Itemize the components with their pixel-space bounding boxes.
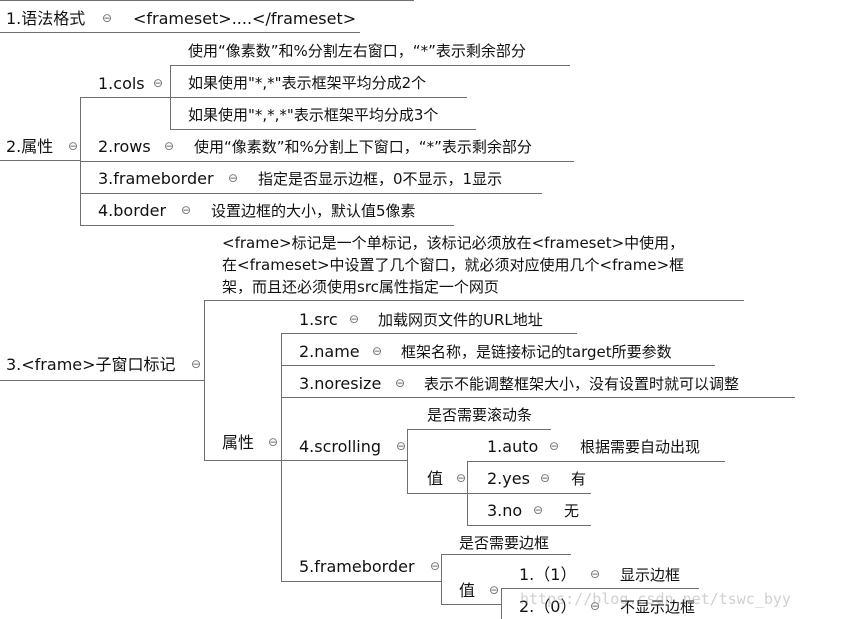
connector bbox=[281, 397, 795, 398]
connector bbox=[407, 429, 408, 493]
connector bbox=[80, 193, 542, 194]
node-frame-desc-line: 在<frameset>中设置了几个窗口，就必须对应使用几个<frame>框 bbox=[222, 256, 685, 274]
node-frameborder-1-desc[interactable]: 显示边框 bbox=[620, 566, 681, 584]
connector bbox=[407, 429, 551, 430]
node-frame[interactable]: 3.<frame>子窗口标记 bbox=[6, 355, 176, 374]
node-scrolling-yes-desc[interactable]: 有 bbox=[571, 470, 587, 488]
node-src-desc[interactable]: 加载网页文件的URL地址 bbox=[378, 311, 543, 329]
node-syntax[interactable]: 1.语法格式 bbox=[6, 9, 86, 28]
node-frame-desc-line: <frame>标记是一个单标记，该标记必须放在<frameset>中使用， bbox=[222, 234, 685, 252]
node-border[interactable]: 4.border bbox=[98, 201, 167, 220]
node-cols-item-2[interactable]: 如果使用"*,*"表示框架平均分成2个 bbox=[188, 74, 427, 92]
node-noresize-desc[interactable]: 表示不能调整框架大小，没有设置时就可以调整 bbox=[424, 375, 740, 393]
collapse-icon[interactable]: ⊖ bbox=[267, 435, 279, 449]
connector bbox=[281, 333, 282, 581]
connector bbox=[80, 97, 170, 98]
connector bbox=[467, 493, 591, 494]
connector bbox=[170, 97, 467, 98]
node-frameborder-0-desc[interactable]: 不显示边框 bbox=[620, 598, 696, 616]
node-frameborder-value[interactable]: 值 bbox=[459, 581, 476, 600]
node-frame-frameborder[interactable]: 5.frameborder bbox=[299, 557, 415, 576]
node-cols-item-3[interactable]: 如果使用"*,*,*"表示框架平均分成3个 bbox=[188, 106, 439, 124]
collapse-icon[interactable]: ⊖ bbox=[455, 471, 467, 485]
node-scrolling-no-desc[interactable]: 无 bbox=[564, 502, 580, 520]
connector bbox=[441, 554, 442, 604]
node-cols[interactable]: 1.cols bbox=[98, 74, 145, 93]
node-attributes[interactable]: 2.属性 bbox=[6, 137, 54, 156]
node-frame-desc-line: 架，而且还必须使用src属性指定一个网页 bbox=[222, 278, 499, 296]
collapse-icon[interactable]: ⊖ bbox=[227, 171, 239, 185]
collapse-icon[interactable]: ⊖ bbox=[548, 439, 560, 453]
collapse-icon[interactable]: ⊖ bbox=[394, 376, 406, 390]
connector bbox=[441, 604, 501, 605]
connector bbox=[80, 161, 574, 162]
collapse-icon[interactable]: ⊖ bbox=[589, 599, 601, 613]
collapse-icon[interactable]: ⊖ bbox=[180, 203, 192, 217]
connector bbox=[170, 65, 570, 66]
node-scrolling-yes[interactable]: 2.yes bbox=[487, 469, 530, 488]
watermark: https://blog.csdn.net/tswc_byy bbox=[520, 590, 791, 608]
node-scrolling-no[interactable]: 3.no bbox=[487, 501, 523, 520]
connector bbox=[501, 588, 502, 619]
collapse-icon[interactable]: ⊖ bbox=[190, 357, 202, 371]
connector bbox=[281, 581, 441, 582]
collapse-icon[interactable]: ⊖ bbox=[101, 11, 113, 25]
connector bbox=[0, 32, 360, 33]
node-scrolling-desc[interactable]: 是否需要滚动条 bbox=[427, 406, 533, 424]
node-frameborder-desc[interactable]: 指定是否显示边框，0不显示，1显示 bbox=[258, 170, 503, 188]
connector bbox=[281, 333, 577, 334]
node-frame-attributes[interactable]: 属性 bbox=[222, 433, 255, 452]
connector bbox=[441, 554, 571, 555]
collapse-icon[interactable]: ⊖ bbox=[348, 312, 360, 326]
node-noresize[interactable]: 3.noresize bbox=[299, 374, 382, 393]
node-src[interactable]: 1.src bbox=[299, 310, 338, 329]
node-frame-desc[interactable]: <frame>标记是一个单标记，该标记必须放在<frameset>中使用， 在<… bbox=[222, 232, 684, 298]
node-rows-desc[interactable]: 使用“像素数”和%分割上下窗口，“*”表示剩余部分 bbox=[194, 138, 532, 156]
connector bbox=[170, 129, 476, 130]
node-cols-item-1[interactable]: 使用“像素数”和%分割左右窗口，“*”表示剩余部分 bbox=[188, 42, 526, 60]
collapse-icon[interactable]: ⊖ bbox=[67, 139, 79, 153]
node-frameborder-0[interactable]: 2.（0） bbox=[519, 597, 577, 616]
node-name[interactable]: 2.name bbox=[299, 342, 360, 361]
node-rows[interactable]: 2.rows bbox=[98, 137, 151, 156]
node-scrolling-value[interactable]: 值 bbox=[427, 469, 444, 488]
connector bbox=[467, 461, 725, 462]
connector bbox=[204, 460, 282, 461]
connector bbox=[204, 300, 205, 460]
connector bbox=[0, 0, 414, 1]
connector bbox=[281, 460, 407, 461]
node-frameborder-desc2[interactable]: 是否需要边框 bbox=[459, 534, 550, 552]
collapse-icon[interactable]: ⊖ bbox=[539, 471, 551, 485]
collapse-icon[interactable]: ⊖ bbox=[152, 76, 164, 90]
connector bbox=[501, 588, 699, 589]
node-name-desc[interactable]: 框架名称，是链接标记的target所要参数 bbox=[401, 343, 672, 361]
connector bbox=[467, 525, 591, 526]
connector bbox=[80, 225, 454, 226]
collapse-icon[interactable]: ⊖ bbox=[395, 439, 407, 453]
node-scrolling-auto-desc[interactable]: 根据需要自动出现 bbox=[580, 438, 701, 456]
node-frameborder-1[interactable]: 1.（1） bbox=[519, 565, 577, 584]
connector bbox=[0, 160, 80, 161]
connector bbox=[204, 300, 744, 301]
node-frameborder[interactable]: 3.frameborder bbox=[98, 169, 214, 188]
collapse-icon[interactable]: ⊖ bbox=[163, 139, 175, 153]
connector bbox=[407, 493, 467, 494]
collapse-icon[interactable]: ⊖ bbox=[429, 559, 441, 573]
collapse-icon[interactable]: ⊖ bbox=[488, 583, 500, 597]
collapse-icon[interactable]: ⊖ bbox=[532, 503, 544, 517]
node-syntax-value[interactable]: <frameset>....</frameset> bbox=[133, 9, 357, 28]
collapse-icon[interactable]: ⊖ bbox=[589, 567, 601, 581]
node-scrolling[interactable]: 4.scrolling bbox=[299, 437, 382, 456]
connector bbox=[281, 365, 715, 366]
connector bbox=[0, 380, 204, 381]
node-scrolling-auto[interactable]: 1.auto bbox=[487, 437, 539, 456]
node-border-desc[interactable]: 设置边框的大小，默认值5像素 bbox=[211, 202, 416, 220]
collapse-icon[interactable]: ⊖ bbox=[371, 344, 383, 358]
